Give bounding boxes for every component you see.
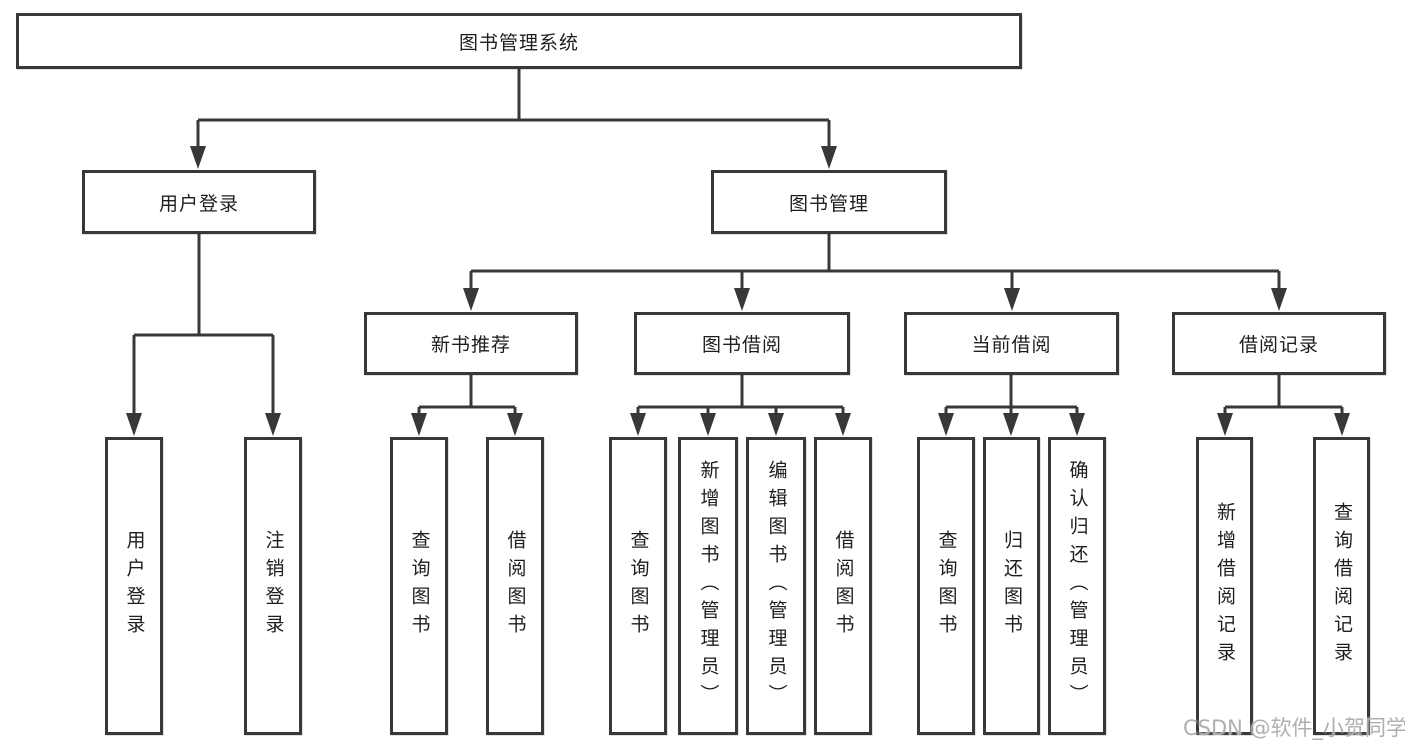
node-book-borrow-label: 图书借阅 bbox=[701, 334, 782, 356]
node-user-login: 用户登录 bbox=[82, 170, 316, 234]
leaf-query-books-recommend-label: 查询图书 bbox=[408, 530, 431, 642]
edge-new-book-children bbox=[411, 375, 523, 436]
node-current-borrow-label: 当前借阅 bbox=[971, 334, 1052, 356]
leaf-user-login-label: 用户登录 bbox=[123, 530, 146, 642]
node-book-management: 图书管理 bbox=[711, 170, 947, 234]
leaf-return-book: 归还图书 bbox=[983, 437, 1040, 735]
leaf-query-books-current-label: 查询图书 bbox=[935, 530, 958, 642]
leaf-borrow-book-label: 借阅图书 bbox=[832, 530, 855, 642]
leaf-edit-book-admin: 编辑图书（管理员） bbox=[746, 437, 806, 735]
leaf-query-books-borrow: 查询图书 bbox=[609, 437, 667, 735]
edge-borrow-record-children bbox=[1217, 375, 1350, 436]
leaf-add-borrow-record: 新增借阅记录 bbox=[1196, 437, 1253, 735]
node-user-login-label: 用户登录 bbox=[158, 192, 239, 215]
node-borrow-records-label: 借阅记录 bbox=[1238, 334, 1319, 356]
leaf-query-books-current: 查询图书 bbox=[917, 437, 975, 735]
node-library-system: 图书管理系统 bbox=[16, 13, 1022, 69]
edge-book-management-children bbox=[463, 234, 1287, 311]
edge-book-borrow-children bbox=[630, 375, 851, 436]
node-new-book-recommend-label: 新书推荐 bbox=[430, 334, 511, 356]
node-current-borrow: 当前借阅 bbox=[904, 312, 1119, 375]
edge-user-login-children bbox=[126, 234, 281, 436]
leaf-borrow-books-recommend: 借阅图书 bbox=[486, 437, 544, 735]
leaf-query-books-borrow-label: 查询图书 bbox=[627, 530, 650, 642]
leaf-query-books-recommend: 查询图书 bbox=[390, 437, 448, 735]
leaf-confirm-return-admin: 确认归还（管理员） bbox=[1048, 437, 1106, 735]
node-library-system-label: 图书管理系统 bbox=[458, 31, 579, 54]
leaf-query-borrow-record: 查询借阅记录 bbox=[1313, 437, 1370, 735]
node-borrow-records: 借阅记录 bbox=[1172, 312, 1386, 375]
leaf-user-login: 用户登录 bbox=[105, 437, 163, 735]
leaf-borrow-book: 借阅图书 bbox=[814, 437, 872, 735]
leaf-borrow-books-recommend-label: 借阅图书 bbox=[504, 530, 527, 642]
leaf-return-book-label: 归还图书 bbox=[1001, 530, 1023, 642]
leaf-query-borrow-record-label: 查询借阅记录 bbox=[1331, 502, 1353, 670]
node-book-borrow: 图书借阅 bbox=[634, 312, 850, 375]
leaf-add-borrow-record-label: 新增借阅记录 bbox=[1214, 502, 1236, 670]
leaf-add-book-admin-label: 新增图书（管理员） bbox=[697, 460, 720, 712]
leaf-confirm-return-admin-label: 确认归还（管理员） bbox=[1066, 460, 1089, 712]
leaf-edit-book-admin-label: 编辑图书（管理员） bbox=[765, 460, 788, 712]
edge-current-borrow-children bbox=[938, 375, 1085, 436]
leaf-logout-label: 注销登录 bbox=[262, 530, 285, 642]
leaf-logout: 注销登录 bbox=[244, 437, 302, 735]
csdn-watermark: CSDN @软件_小贺同学 bbox=[1183, 716, 1405, 740]
edge-root-to-level2 bbox=[190, 69, 837, 169]
node-new-book-recommend: 新书推荐 bbox=[364, 312, 578, 375]
leaf-add-book-admin: 新增图书（管理员） bbox=[678, 437, 738, 735]
node-book-management-label: 图书管理 bbox=[788, 192, 869, 215]
